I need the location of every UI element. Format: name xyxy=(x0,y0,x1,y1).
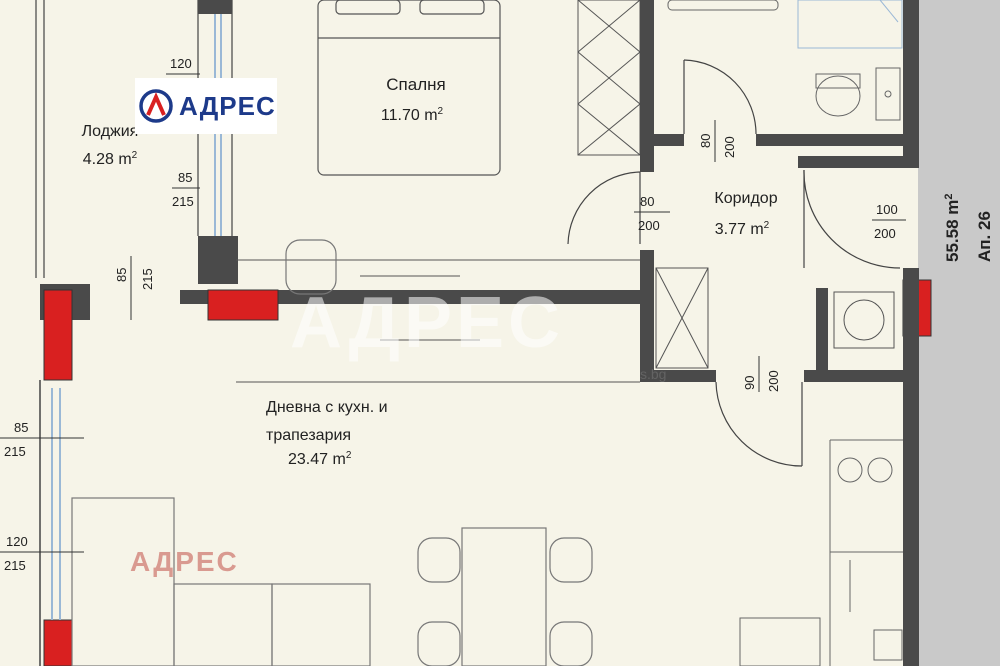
entry-door-width: 100 xyxy=(876,202,898,217)
living-window-left xyxy=(51,388,61,620)
kitchen-counter xyxy=(739,439,903,666)
bedroom-name: Спалня xyxy=(386,75,445,94)
dining-set xyxy=(285,239,593,666)
loggia-mid-window-height: 215 xyxy=(172,194,194,209)
column-left xyxy=(43,289,73,381)
entry-door-height: 200 xyxy=(874,226,896,241)
background-watermark: АДРЕС xyxy=(290,283,565,363)
loggia-low-window-width: 85 xyxy=(114,268,129,282)
wall-utility-left xyxy=(816,288,828,370)
loggia-area: 4.28 m2 xyxy=(83,150,138,168)
column-center xyxy=(207,289,279,321)
brand-watermark: АДРЕС xyxy=(130,546,239,577)
loggia-top-window-width: 120 xyxy=(170,56,192,71)
bedroom-door-width: 80 xyxy=(640,194,654,209)
loggia-low-window-height: 215 xyxy=(140,268,155,290)
washer-drum xyxy=(843,299,885,341)
washer xyxy=(833,291,895,349)
wall-corridor-left xyxy=(640,250,654,382)
loggia-wall-mid xyxy=(198,236,238,284)
kitchen-door-width: 90 xyxy=(742,376,757,390)
corridor-area: 3.77 m2 xyxy=(715,220,770,238)
brand-logo: АДРЕС xyxy=(135,78,277,134)
bathroom xyxy=(667,0,903,121)
loggia-name: Лоджия xyxy=(82,123,139,140)
wall-bath-right xyxy=(903,0,919,168)
wall-utility-bottom xyxy=(804,370,904,382)
loggia-wall-top xyxy=(198,0,232,14)
kitchen-door-height: 200 xyxy=(766,370,781,392)
bedroom-area: 11.70 m2 xyxy=(381,106,444,124)
living-window1-height: 215 xyxy=(4,444,26,459)
sliding-door xyxy=(236,259,640,383)
living-area: 23.47 m2 xyxy=(288,450,352,468)
living-window1-width: 85 xyxy=(14,420,28,435)
wall-corridor-bottom xyxy=(654,370,716,382)
column-bottom-left xyxy=(43,619,73,666)
wall-bath-bottom-right xyxy=(756,134,916,146)
wall-entry-top xyxy=(798,156,918,168)
living-name-line1: Дневна с кухн. и xyxy=(266,399,388,416)
watermark-url: s.bg xyxy=(640,366,667,382)
living-window2-height: 215 xyxy=(4,558,26,573)
wall-bath-left xyxy=(640,0,654,172)
exterior-area xyxy=(918,0,1000,666)
bed xyxy=(317,0,501,176)
doors xyxy=(567,59,901,467)
bath-door-width: 80 xyxy=(698,134,713,148)
brand-logo-text: АДРЕС xyxy=(179,90,276,121)
total-area: 55.58 m2 xyxy=(943,193,962,262)
apartment-number: Ап. 26 xyxy=(975,211,994,262)
bath-door-height: 200 xyxy=(722,136,737,158)
corridor-name: Коридор xyxy=(714,190,777,207)
loggia-mid-window-width: 85 xyxy=(178,170,192,185)
wall-east xyxy=(903,268,919,666)
living-window2-width: 120 xyxy=(6,534,28,549)
living-name-line2: трапезария xyxy=(266,427,351,444)
storage xyxy=(655,267,709,369)
sofa xyxy=(71,497,371,666)
brand-mark-icon xyxy=(139,89,173,123)
bedroom-door-height: 200 xyxy=(638,218,660,233)
wall-bath-bottom-left xyxy=(654,134,684,146)
wardrobe xyxy=(577,0,641,156)
